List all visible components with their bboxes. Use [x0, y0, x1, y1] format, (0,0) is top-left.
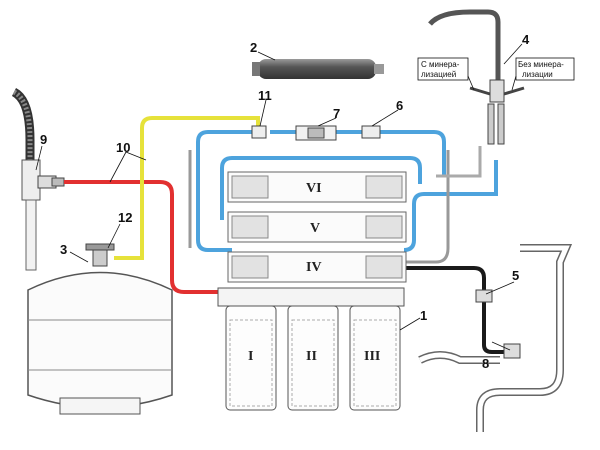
leader-lines — [35, 43, 523, 351]
filter-housing — [217, 287, 405, 411]
blue-tube-right — [403, 160, 498, 252]
grey-tube — [188, 150, 450, 264]
stage-vi: VI — [306, 181, 322, 196]
label-4: 4 — [522, 32, 530, 47]
label-8: 8 — [482, 356, 489, 371]
label-with-mineralization-2: лизацией — [421, 70, 456, 79]
stage-iii: III — [364, 349, 380, 364]
label-without-mineralization-1: Без минера- — [518, 60, 564, 69]
drain-clamp — [475, 289, 493, 303]
label-6: 6 — [396, 98, 403, 113]
drain-valve — [503, 343, 521, 359]
stage-labels: VI V IV I II III — [248, 181, 380, 364]
label-without-mineralization-2: лизации — [522, 70, 553, 79]
label-with-mineralization-1: С минера- — [421, 60, 460, 69]
blue-tube-top — [270, 130, 446, 176]
label-1: 1 — [420, 308, 427, 323]
post-filter-cartridges — [227, 171, 407, 283]
shutoff-valve — [251, 125, 267, 139]
check-valve — [361, 125, 381, 139]
label-3: 3 — [60, 242, 67, 257]
label-2: 2 — [250, 40, 257, 55]
flow-restrictor — [295, 125, 337, 141]
label-11: 11 — [258, 88, 272, 103]
black-tube — [404, 266, 512, 354]
yellow-tube — [114, 116, 260, 260]
storage-tank — [27, 243, 173, 415]
label-7: 7 — [333, 106, 340, 121]
label-9: 9 — [40, 132, 47, 147]
membrane — [252, 59, 384, 79]
stage-iv: IV — [306, 260, 322, 275]
faucet — [428, 9, 525, 145]
stage-v: V — [310, 221, 320, 236]
grey-tube-faucet — [436, 146, 482, 178]
stage-ii: II — [306, 349, 317, 364]
blue-tube-mid — [220, 156, 422, 220]
label-5: 5 — [512, 268, 519, 283]
label-10: 10 — [116, 140, 130, 155]
feed-hose — [11, 87, 41, 271]
drain-siphon — [418, 244, 573, 432]
component-numbers: 1 2 3 4 5 6 7 8 9 10 11 12 — [40, 32, 530, 371]
feed-adapter — [37, 175, 65, 189]
label-12: 12 — [118, 210, 132, 225]
red-tube — [64, 180, 232, 294]
faucet-labels: С минера- лизацией Без минера- лизации — [417, 57, 575, 91]
blue-tube-left — [196, 130, 258, 252]
stage-i: I — [248, 349, 253, 364]
